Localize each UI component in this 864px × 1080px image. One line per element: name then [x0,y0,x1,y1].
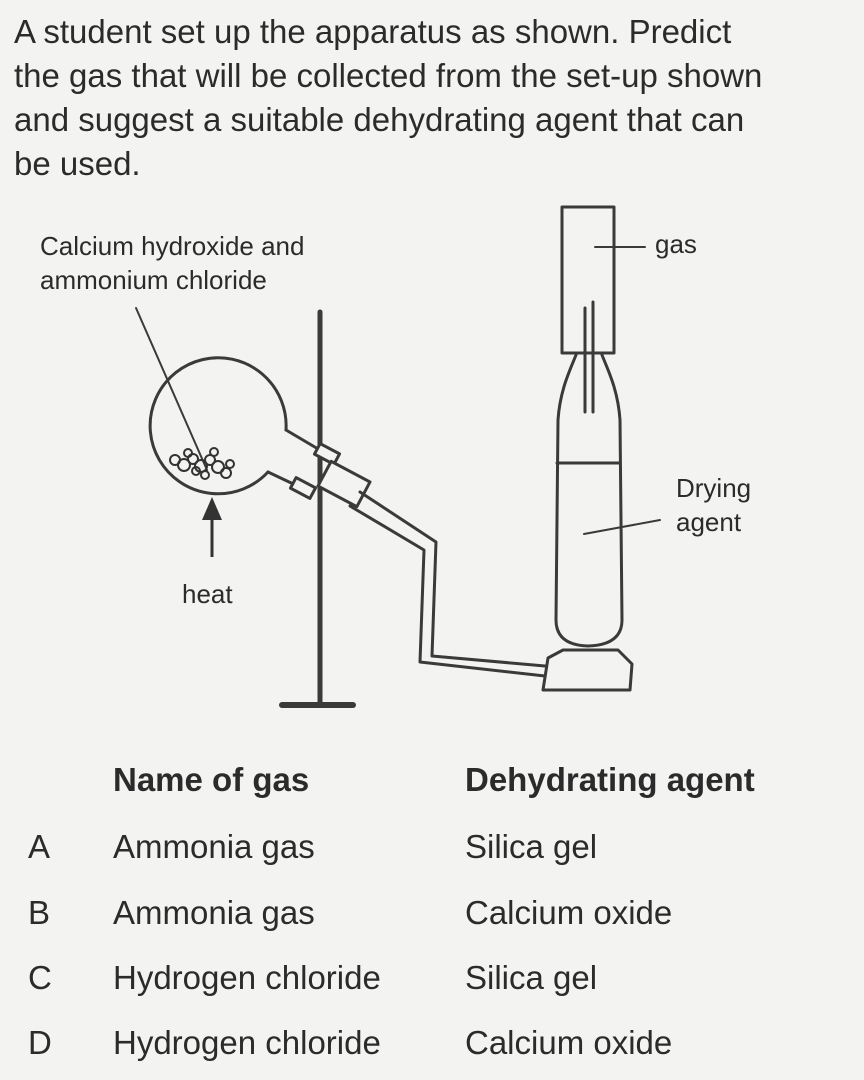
option-row-c[interactable]: C Hydrogen chloride Silica gel [0,953,864,1003]
option-letter: D [28,1024,52,1061]
reactants-leader-line [135,307,208,471]
question-line: A student set up the apparatus as shown.… [14,13,732,50]
round-bottom-flask [148,356,288,496]
option-agent: Calcium oxide [465,1024,673,1061]
apparatus-diagram: Calcium hydroxide and ammonium chloride … [0,190,864,730]
option-row-b[interactable]: B Ammonia gas Calcium oxide [0,888,864,938]
option-letter: A [28,828,51,865]
table-header-row: Name of gas Dehydrating agent [0,755,864,805]
drying-agent-label-line1: Drying [676,473,752,503]
clamp-upper [312,442,342,466]
header-gas: Name of gas [113,761,310,798]
question-line: be used. [14,145,141,182]
solid-reactants [169,447,235,480]
drying-agent-label-line2: agent [676,507,742,537]
delivery-tube-inner [348,504,547,678]
apparatus-drawing [135,205,661,708]
drying-tower [554,353,624,648]
option-row-d[interactable]: D Hydrogen chloride Calcium oxide [0,1018,864,1068]
option-letter: C [28,959,52,996]
option-agent: Silica gel [465,828,598,865]
heat-arrow-head [202,497,222,520]
gas-label: gas [655,229,697,259]
option-letter: B [28,894,51,931]
header-agent: Dehydrating agent [465,761,755,798]
tower-base [541,648,634,692]
drying-leader-line [583,519,661,535]
heat-label: heat [182,579,233,609]
question-line: and suggest a suitable dehydrating agent… [14,101,745,138]
question-line: the gas that will be collected from the … [14,57,763,94]
option-gas: Ammonia gas [113,828,315,865]
reactants-label-line2: ammonium chloride [40,265,267,295]
delivery-tube-outer [358,490,547,668]
clamp-lower [288,476,318,500]
option-gas: Hydrogen chloride [113,959,381,996]
option-gas: Hydrogen chloride [113,1024,381,1061]
option-gas: Ammonia gas [113,894,315,931]
stopper [316,459,372,509]
option-agent: Calcium oxide [465,894,673,931]
option-row-a[interactable]: A Ammonia gas Silica gel [0,822,864,872]
reactants-label-line1: Calcium hydroxide and [40,231,305,261]
option-agent: Silica gel [465,959,598,996]
gas-jar [560,205,616,355]
question-text: A student set up the apparatus as shown.… [14,10,854,186]
